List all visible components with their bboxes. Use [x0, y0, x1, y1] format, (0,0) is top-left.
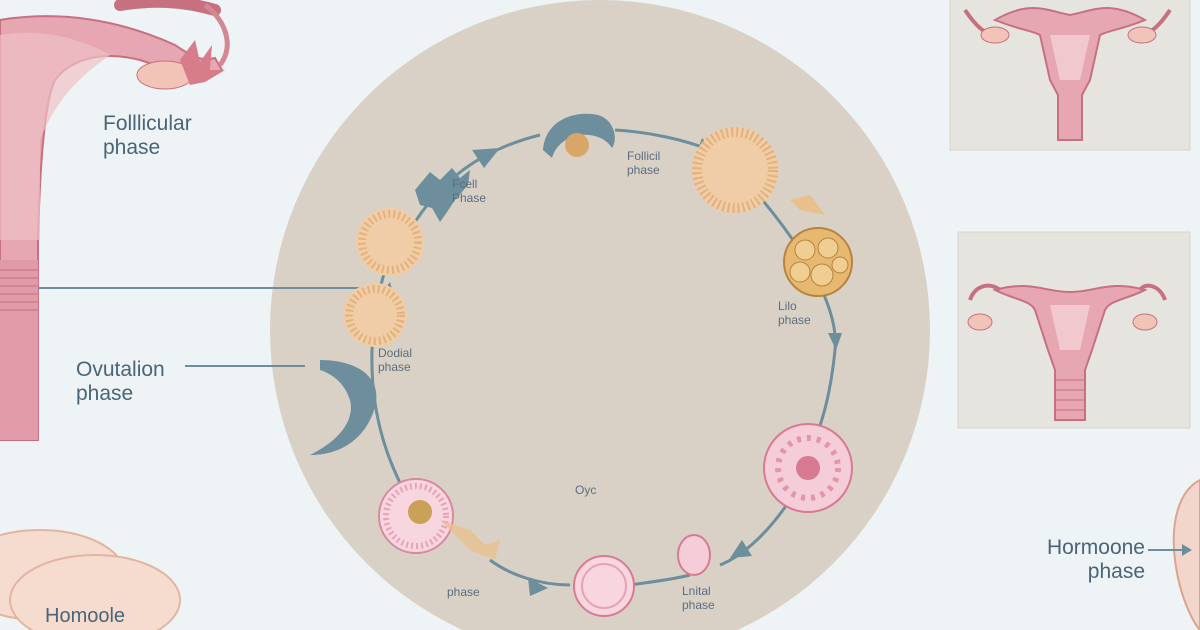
oocyte-bottom	[573, 555, 635, 617]
uterus-fragment-bottom-right	[1172, 478, 1200, 630]
ovulation-swoosh	[310, 360, 377, 455]
small-pink-cell	[677, 534, 711, 576]
hormoone-phase-label: Hormoone phase	[1046, 536, 1145, 584]
follicle-left-1	[356, 208, 424, 276]
uterus-illustration-left	[0, 0, 230, 441]
follicle-top	[543, 113, 615, 158]
ring-label-top-right: Follicil phase	[627, 149, 661, 177]
hormoone-arrowhead	[1182, 544, 1192, 556]
ring-label-bottom-left: phase	[447, 585, 480, 599]
follicle-right-large	[692, 127, 825, 215]
spiky-cell-top-left	[415, 168, 470, 222]
pink-follicle-bottom-left	[378, 478, 500, 560]
ovulation-phase-label: Ovutalion phase	[76, 358, 165, 406]
ring-label-right: Lilo phase	[778, 299, 811, 327]
homoole-label: Homoole	[45, 605, 126, 627]
pink-follicle-right	[763, 423, 853, 513]
corpus-luteum-cell	[783, 227, 853, 297]
hormone-ovals-bottom-left	[0, 529, 181, 630]
follicular-phase-label: Folllicular phase	[103, 112, 192, 160]
follicle-left-2	[343, 283, 407, 347]
cycle-center-label: Oyc	[575, 483, 597, 497]
ring-label-bottom-right: Lnital phase	[682, 584, 715, 612]
uterus-illustration-top-right	[963, 7, 1172, 141]
ring-label-top-left: Fcell Phase	[452, 177, 487, 205]
ring-label-left: Dodial phase	[378, 346, 413, 374]
uterus-illustration-middle-right	[967, 283, 1167, 421]
